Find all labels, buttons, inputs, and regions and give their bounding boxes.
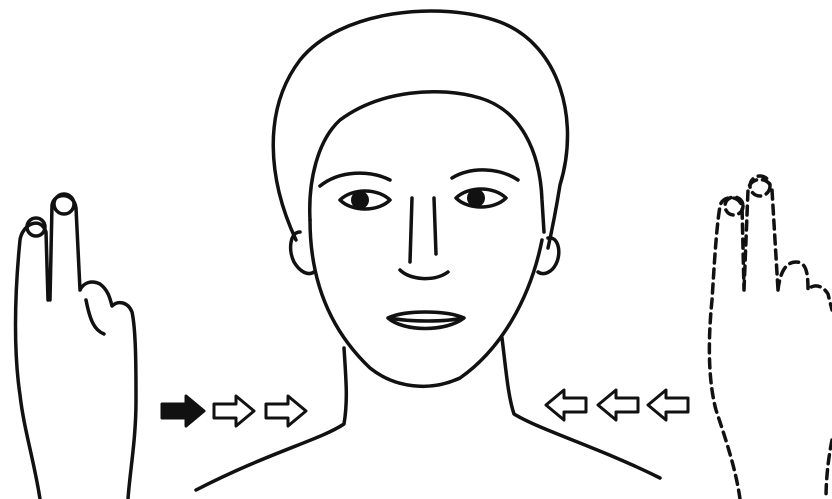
- solid-right-arrow-icon: [162, 396, 204, 426]
- outline-left-arrow-icon: [546, 390, 586, 420]
- right-hand-dashed-icon: [709, 176, 832, 499]
- left-arrows-group: [546, 390, 688, 420]
- outline-right-arrow-icon: [214, 396, 254, 426]
- outline-right-arrow-icon: [266, 396, 306, 426]
- outline-left-arrow-icon: [648, 390, 688, 420]
- left-hand-two-fingers-icon: [16, 194, 137, 499]
- right-arrows-group: [162, 396, 306, 426]
- outline-left-arrow-icon: [598, 390, 638, 420]
